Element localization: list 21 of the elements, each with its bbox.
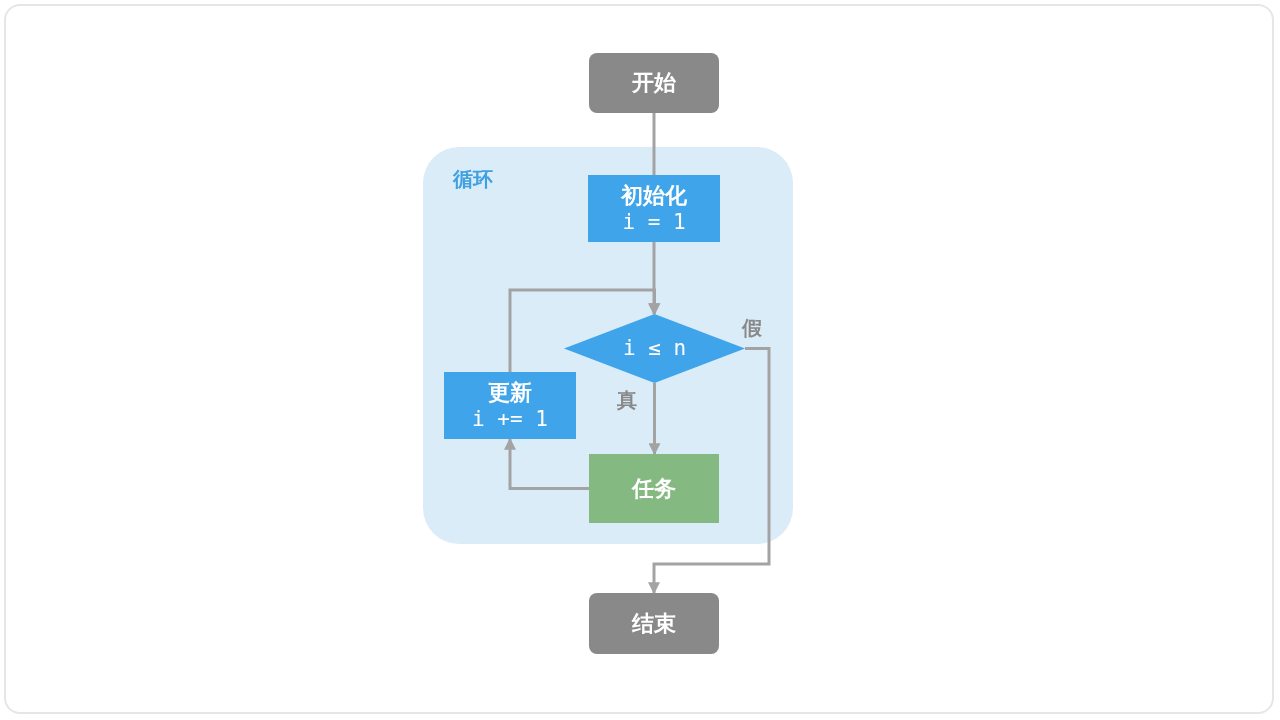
region-label: 循环	[453, 167, 493, 192]
loop-region	[423, 147, 793, 544]
arrow	[648, 347, 771, 595]
code-text: i = 1	[622, 209, 686, 236]
process-box	[589, 454, 719, 523]
process-box	[588, 175, 720, 242]
arrow	[508, 288, 661, 372]
node-label: 开始	[632, 69, 676, 97]
node-label: 更新	[488, 378, 532, 407]
edge-label: 假	[742, 315, 762, 342]
node-label: 初始化	[621, 181, 687, 210]
code-text: i += 1	[472, 406, 548, 433]
node-label: i ≤ n	[622, 335, 687, 362]
node-label: 结束	[632, 609, 676, 638]
arrow	[504, 437, 589, 490]
terminal-box	[589, 593, 719, 654]
terminal-box	[589, 53, 719, 113]
edge-label: 真	[617, 387, 637, 414]
arrow	[648, 383, 661, 456]
node-label: 任务	[632, 474, 676, 503]
process-box	[444, 372, 576, 439]
